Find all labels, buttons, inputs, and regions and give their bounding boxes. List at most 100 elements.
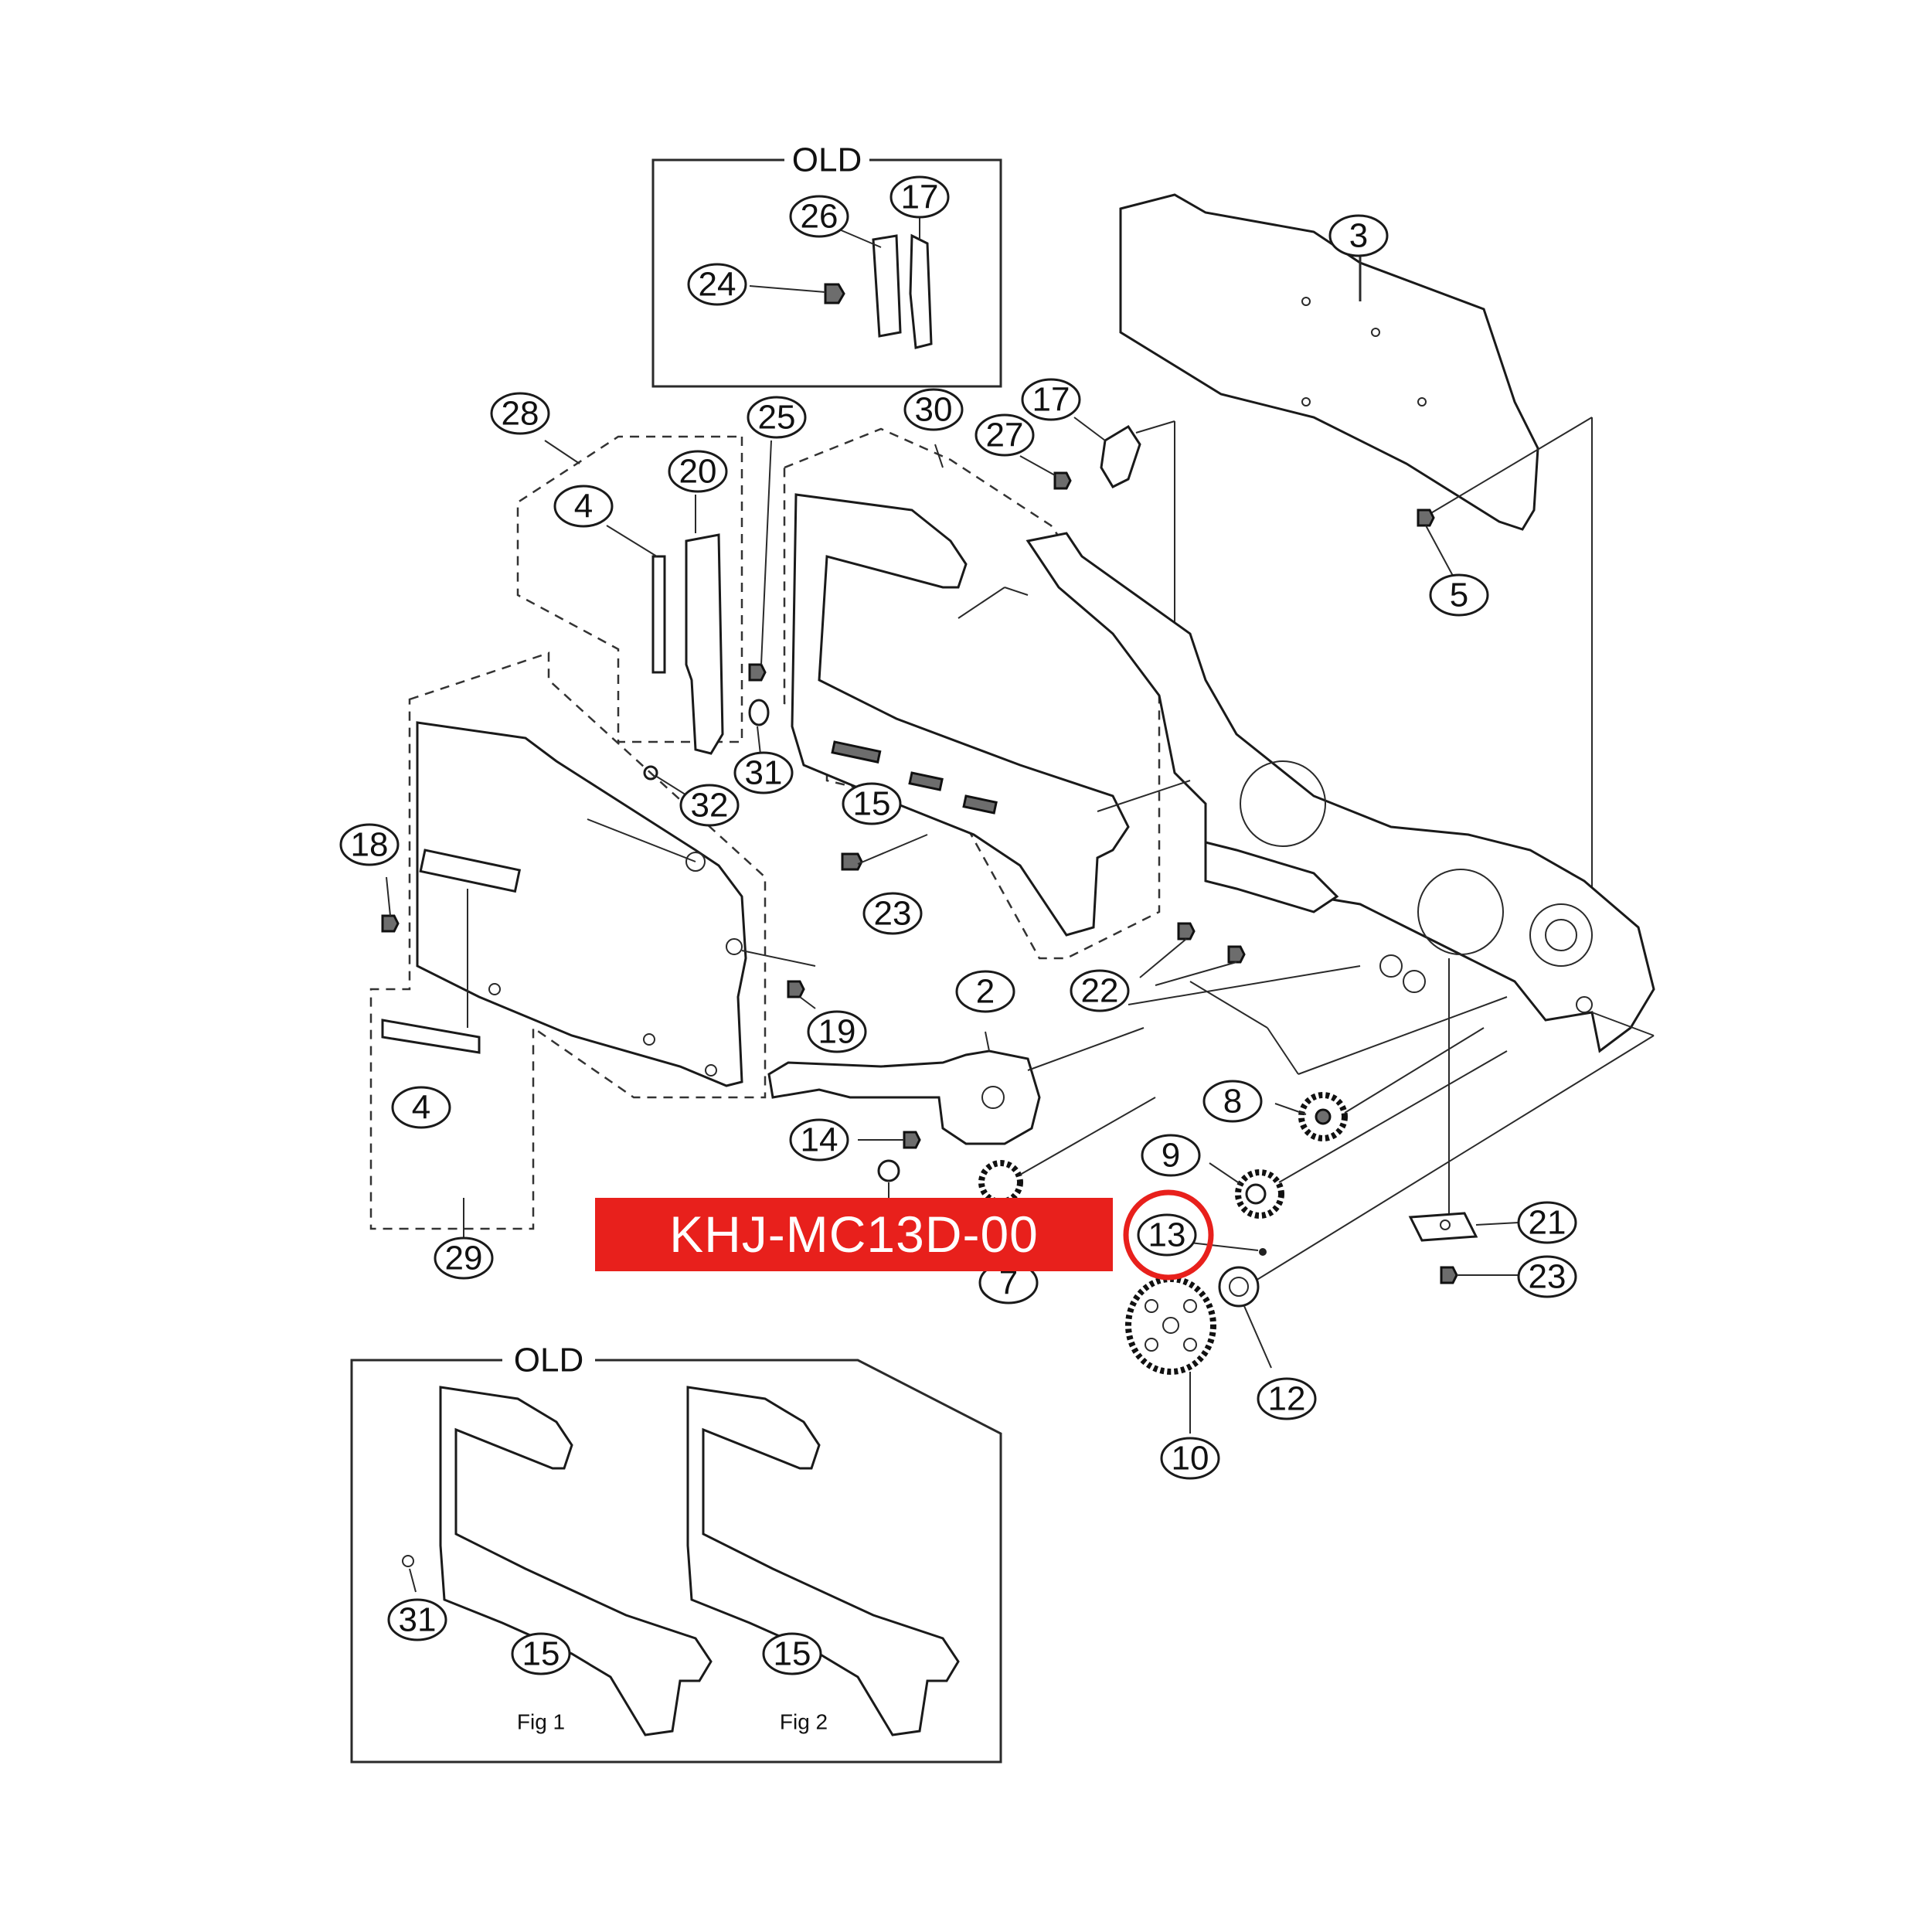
group-29 xyxy=(369,651,816,1244)
screw-18 xyxy=(381,914,400,933)
screw-23-mid xyxy=(841,852,863,871)
gear-9 xyxy=(1209,1050,1508,1219)
callout-24: 24 xyxy=(687,263,747,306)
part-31-ring xyxy=(748,699,770,726)
svg-text:31: 31 xyxy=(399,1601,437,1639)
part-17-mid xyxy=(1019,417,1175,680)
svg-text:10: 10 xyxy=(1172,1440,1209,1478)
screw-25 xyxy=(748,663,767,682)
callout-3: 3 xyxy=(1328,214,1389,257)
svg-text:30: 30 xyxy=(915,391,953,429)
callout-5: 5 xyxy=(1429,573,1489,617)
svg-text:12: 12 xyxy=(1268,1380,1306,1418)
callout-30: 30 xyxy=(903,388,964,431)
fig2-frame xyxy=(686,1386,960,1736)
svg-text:15: 15 xyxy=(774,1635,811,1673)
screw-24 xyxy=(824,283,845,304)
highlight-circle-13 xyxy=(1123,1189,1214,1281)
part-4-ribbon xyxy=(381,1019,481,1054)
part-20-arm xyxy=(685,533,724,755)
callout-28: 28 xyxy=(490,392,550,435)
callout-2: 2 xyxy=(955,970,1015,1013)
callout-8: 8 xyxy=(1202,1080,1263,1123)
washer-14 xyxy=(877,1159,900,1182)
callout-17-mid: 17 xyxy=(1021,378,1081,421)
callout-29: 29 xyxy=(434,1236,494,1280)
group-30 xyxy=(783,427,1161,960)
screw-19 xyxy=(787,980,805,998)
svg-text:18: 18 xyxy=(351,826,389,864)
svg-text:31: 31 xyxy=(745,754,783,792)
top-old-box: OLD xyxy=(651,141,1002,388)
svg-text:17: 17 xyxy=(901,179,939,216)
svg-text:27: 27 xyxy=(986,417,1024,454)
svg-text:28: 28 xyxy=(502,395,539,433)
callout-23-mid: 23 xyxy=(862,892,923,935)
svg-text:32: 32 xyxy=(691,787,729,825)
top-old-title: OLD xyxy=(792,141,862,179)
callout-25: 25 xyxy=(747,396,807,439)
svg-text:29: 29 xyxy=(445,1240,483,1277)
part-17-latch xyxy=(909,233,933,349)
svg-text:13: 13 xyxy=(1148,1216,1186,1254)
gear-10 xyxy=(1125,1276,1216,1434)
callout-18: 18 xyxy=(339,823,400,866)
callout-15-fig2: 15 xyxy=(762,1632,822,1675)
callout-32: 32 xyxy=(679,784,740,827)
callout-9: 9 xyxy=(1141,1134,1201,1177)
part-21-clip xyxy=(1408,958,1519,1284)
bottom-old-title: OLD xyxy=(514,1342,583,1379)
callout-27: 27 xyxy=(975,413,1035,457)
svg-text:5: 5 xyxy=(1450,577,1468,614)
main-chassis xyxy=(957,532,1655,1284)
svg-text:19: 19 xyxy=(818,1013,856,1051)
part-number-banner: KHJ-MC13D-00 xyxy=(595,1198,1113,1271)
callout-15-fig1: 15 xyxy=(511,1632,571,1675)
svg-text:23: 23 xyxy=(1529,1258,1566,1296)
svg-text:3: 3 xyxy=(1349,217,1368,255)
svg-text:23: 23 xyxy=(874,895,912,933)
callout-4-top: 4 xyxy=(553,485,614,528)
callout-21: 21 xyxy=(1517,1201,1577,1244)
callout-17-top: 17 xyxy=(889,175,950,219)
svg-text:20: 20 xyxy=(679,453,717,491)
part-13-pin xyxy=(1189,1242,1267,1256)
callout-15: 15 xyxy=(842,782,902,825)
svg-text:22: 22 xyxy=(1081,972,1119,1010)
svg-text:4: 4 xyxy=(574,488,593,526)
part-2-bracket xyxy=(767,1027,1145,1202)
screw-22a xyxy=(1177,922,1196,940)
svg-text:24: 24 xyxy=(699,266,736,304)
svg-text:26: 26 xyxy=(801,198,838,236)
callout-13: 13 xyxy=(1137,1213,1197,1257)
svg-text:15: 15 xyxy=(853,785,891,823)
svg-text:9: 9 xyxy=(1162,1137,1180,1175)
callout-12: 12 xyxy=(1257,1377,1317,1420)
svg-text:14: 14 xyxy=(801,1121,838,1159)
callout-4-bottom: 4 xyxy=(391,1086,451,1129)
svg-text:21: 21 xyxy=(1529,1204,1566,1242)
fig1-frame xyxy=(439,1386,713,1736)
callout-14: 14 xyxy=(789,1118,849,1162)
fig1-washer-31 xyxy=(402,1555,414,1567)
callout-22: 22 xyxy=(1070,969,1130,1012)
gear-8 xyxy=(1274,1027,1485,1141)
fig2-label: Fig 2 xyxy=(780,1710,828,1734)
svg-text:8: 8 xyxy=(1223,1083,1242,1121)
svg-text:4: 4 xyxy=(412,1089,430,1127)
screw-22b xyxy=(1227,945,1246,964)
svg-text:2: 2 xyxy=(976,973,995,1011)
washer-12 xyxy=(1218,1266,1272,1369)
group-28 xyxy=(516,435,772,797)
svg-text:25: 25 xyxy=(758,399,796,437)
part-26-bracket xyxy=(872,234,902,338)
callout-26: 26 xyxy=(789,195,849,238)
screw-23-right xyxy=(1440,1266,1458,1284)
screw-14 xyxy=(903,1131,921,1149)
callout-10: 10 xyxy=(1160,1437,1220,1480)
plate-part xyxy=(416,721,747,1087)
callout-20: 20 xyxy=(668,450,728,493)
part-15-frame xyxy=(791,493,1130,937)
svg-text:15: 15 xyxy=(522,1635,560,1673)
